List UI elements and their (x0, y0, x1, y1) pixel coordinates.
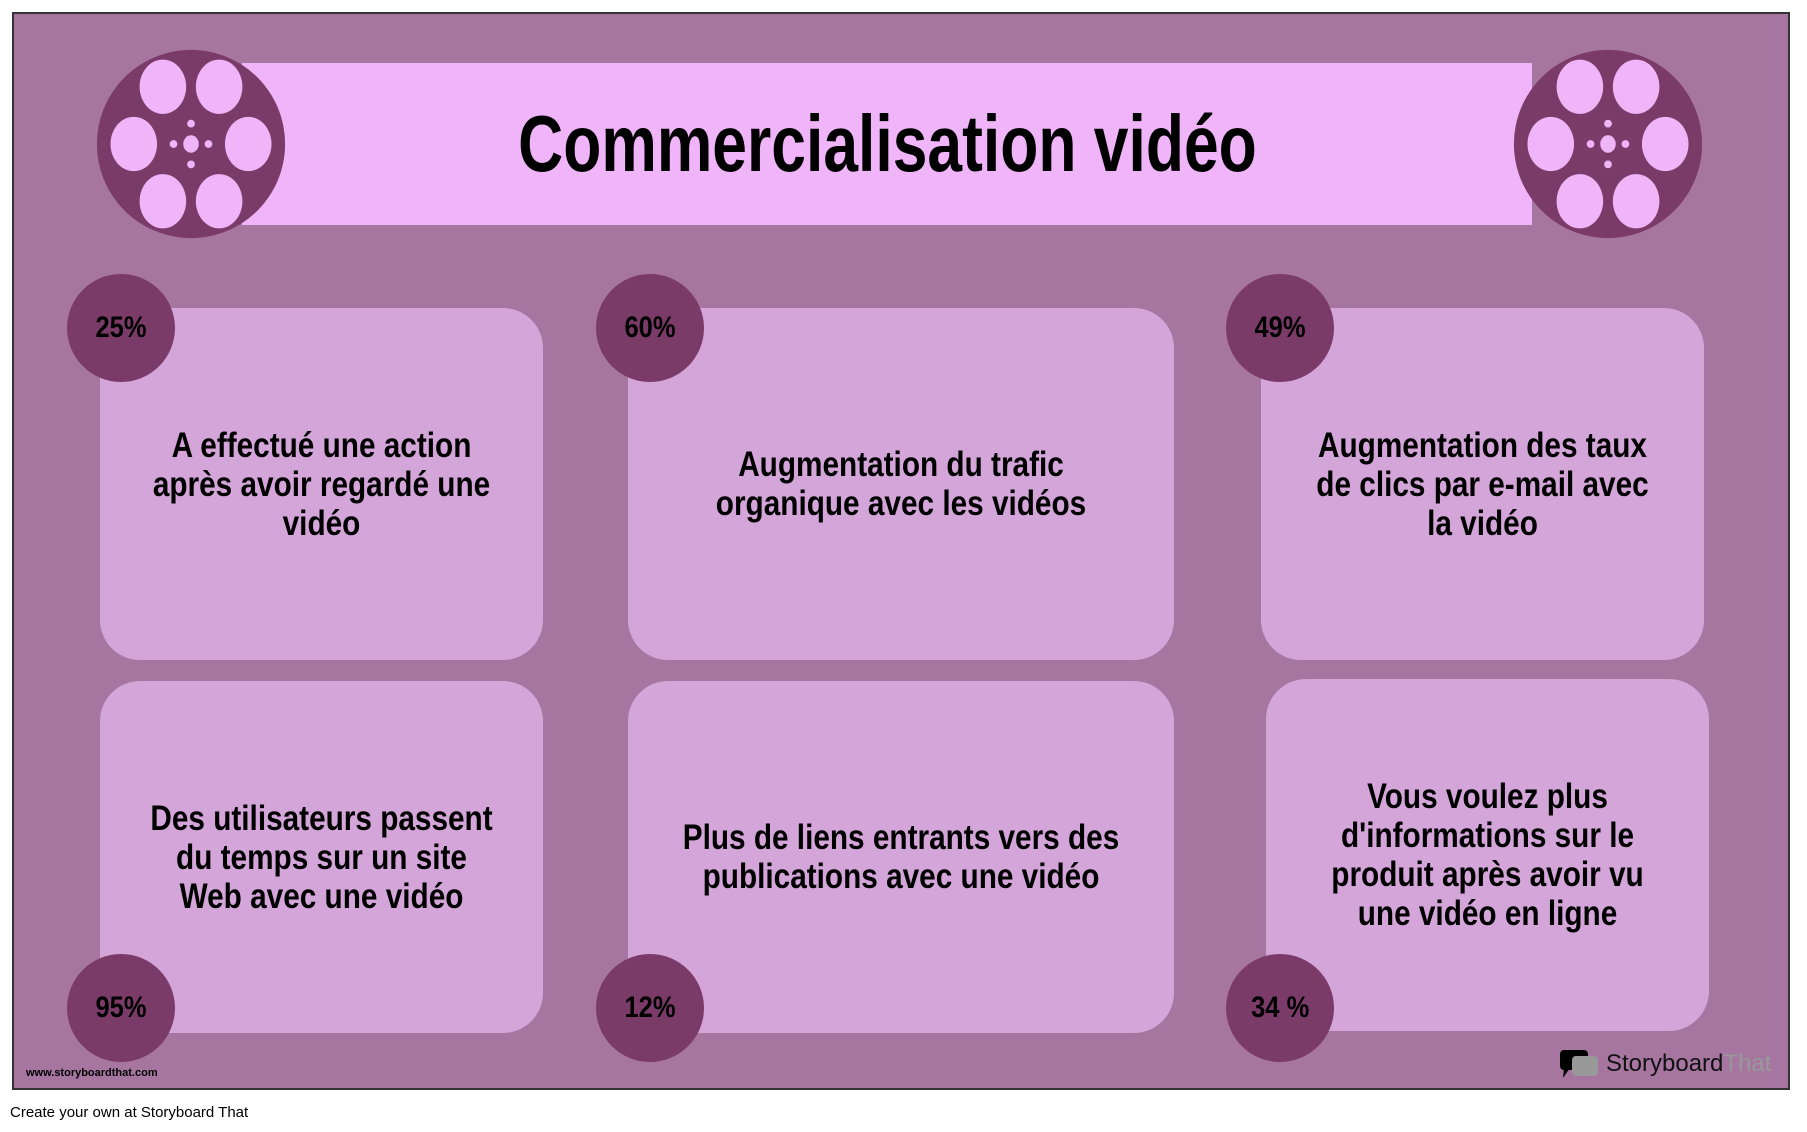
percent-badge: 12% (596, 954, 704, 1062)
stat-card: Augmentation du trafic organique avec le… (628, 308, 1174, 660)
film-reel-icon (96, 49, 286, 239)
percent-value: 25% (95, 311, 147, 344)
stat-card: Augmentation des taux de clics par e-mai… (1261, 308, 1704, 660)
percent-value: 34 % (1250, 991, 1310, 1024)
stat-text: A effectué une action après avoir regard… (152, 425, 491, 543)
percent-value: 49% (1254, 311, 1306, 344)
percent-badge: 25% (67, 274, 175, 382)
percent-badge: 95% (67, 954, 175, 1062)
logo-text-accent: That (1723, 1050, 1772, 1077)
stat-text: Plus de liens entrants vers des publicat… (682, 818, 1120, 896)
stat-card: Vous voulez plus d'informations sur le p… (1266, 679, 1709, 1031)
film-reel-icon (1513, 49, 1703, 239)
stat-text: Augmentation des taux de clics par e-mai… (1316, 425, 1649, 543)
stat-text: Augmentation du trafic organique avec le… (715, 445, 1087, 523)
footer-link[interactable]: Create your own at Storyboard That (10, 1104, 249, 1121)
page-title: Commercialisation vidéo (517, 99, 1257, 188)
stat-card: Des utilisateurs passent du temps sur un… (100, 681, 543, 1033)
percent-badge: 60% (596, 274, 704, 382)
watermark: www.storyboardthat.com (26, 1067, 158, 1079)
percent-badge: 49% (1226, 274, 1334, 382)
percent-value: 12% (624, 991, 676, 1024)
stat-card: Plus de liens entrants vers des publicat… (628, 681, 1174, 1033)
stat-text: Vous voulez plus d'informations sur le p… (1331, 777, 1644, 933)
title-banner: Commercialisation vidéo (242, 63, 1532, 225)
storyboardthat-logo[interactable]: StoryboardThat (1560, 1048, 1771, 1080)
stat-text: Des utilisateurs passent du temps sur un… (150, 798, 493, 916)
stat-card: A effectué une action après avoir regard… (100, 308, 543, 660)
percent-badge: 34 % (1226, 954, 1334, 1062)
percent-value: 95% (95, 991, 147, 1024)
percent-value: 60% (624, 311, 676, 344)
logo-text: Storyboard (1606, 1050, 1724, 1077)
speech-bubbles-icon (1560, 1050, 1598, 1078)
